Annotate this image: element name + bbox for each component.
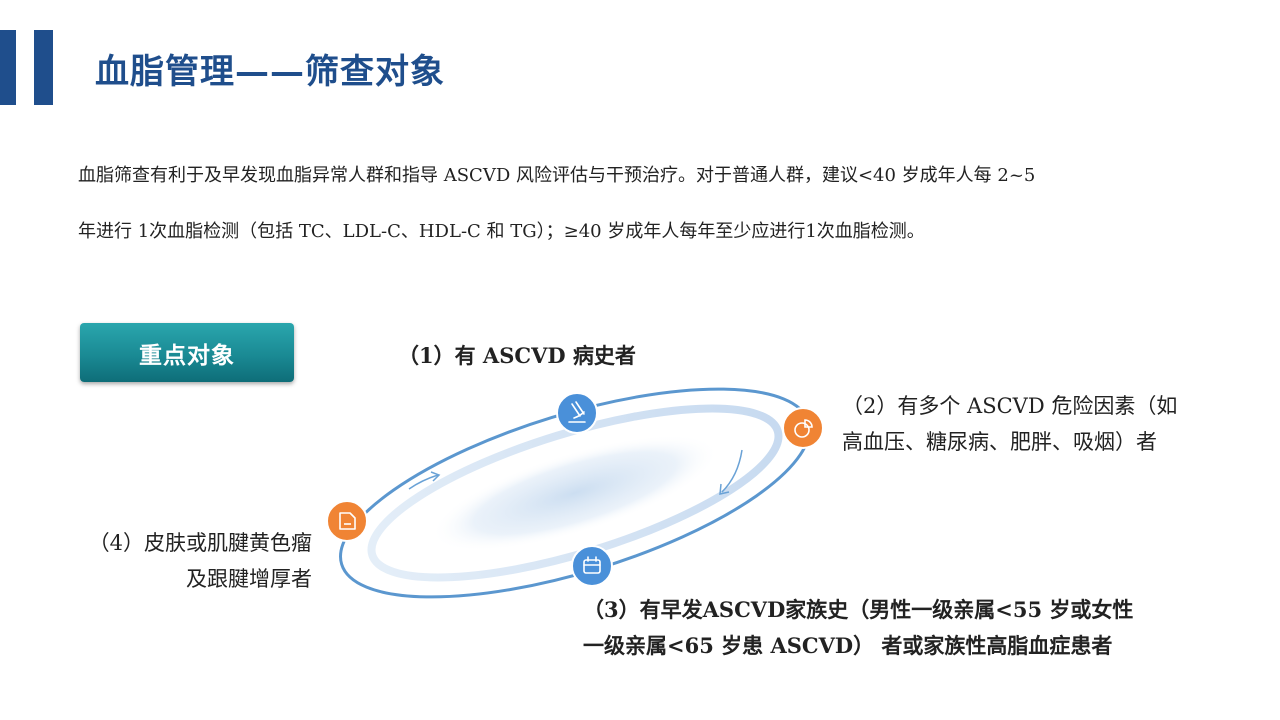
flow-arrow-left [408,474,439,490]
target-item-4: （4）皮肤或肌腱黄色瘤 及跟腱增厚者 [60,525,312,597]
node-1 [556,392,598,434]
page-title: 血脂管理——筛查对象 [95,52,445,92]
target-item-4-line-2: 及跟腱增厚者 [186,567,312,591]
title-accent-bar-right [34,30,53,105]
target-item-2-line-2: 高血压、糖尿病、肥胖、吸烟）者 [842,430,1157,454]
target-item-2: （2）有多个 ASCVD 危险因素（如 高血压、糖尿病、肥胖、吸烟）者 [842,388,1177,460]
intro-line-2: 年进行 1次血脂检测（包括 TC、LDL-C、HDL-C 和 TG）；≥40 岁… [78,221,925,242]
key-targets-badge: 重点对象 [80,323,294,382]
document-icon [339,512,356,530]
pie-chart-icon [794,419,813,438]
target-item-2-line-1: （2）有多个 ASCVD 危险因素（如 [842,394,1178,418]
flow-arrow-right-head [719,483,730,495]
node-3 [571,545,613,587]
target-item-3: （3）有早发ASCVD家族史（男性一级亲属<55 岁或女性 一级亲属<65 岁患… [583,592,1133,664]
microscope-icon [568,401,586,423]
node-2 [782,407,824,449]
intro-paragraph: 血脂筛查有利于及早发现血脂异常人群和指导 ASCVD 风险评估与干预治疗。对于普… [78,148,1228,260]
node-4 [326,500,368,542]
flow-arrow-right [721,449,743,493]
orbit-center-glow [431,434,719,552]
title-accent-bar-left [0,30,16,105]
target-item-4-line-1: （4）皮肤或肌腱黄色瘤 [88,531,312,555]
target-item-1: （1）有 ASCVD 病史者 [398,338,636,374]
target-item-1-line-1: （1）有 ASCVD 病史者 [398,343,636,368]
target-item-3-line-1: （3）有早发ASCVD家族史（男性一级亲属<55 岁或女性 [583,597,1134,622]
target-item-3-line-2: 一级亲属<65 岁患 ASCVD） 者或家族性高脂血症患者 [583,633,1113,658]
calendar-icon [583,556,601,574]
intro-line-1: 血脂筛查有利于及早发现血脂异常人群和指导 ASCVD 风险评估与干预治疗。对于普… [78,165,1036,186]
flow-arrow-left-head [430,471,441,482]
